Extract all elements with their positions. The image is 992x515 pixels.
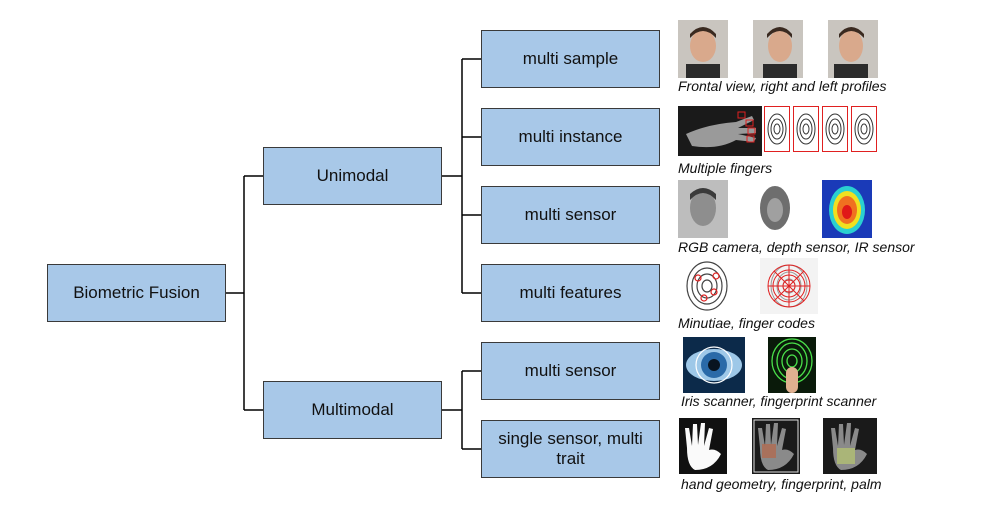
iris-icon: [683, 337, 745, 393]
fingerprint-scanner-icon: [768, 337, 816, 393]
node-multimodal: Multimodal: [263, 381, 442, 439]
leaf-multi-instance: multi instance: [481, 108, 660, 166]
fingerprint-icon: [764, 106, 790, 152]
face-photo-icon: [678, 20, 728, 78]
hand-xray-icon: [823, 418, 877, 474]
caption-multi-features: Minutiae, finger codes: [678, 315, 815, 331]
fingerprint-icon: [678, 258, 736, 314]
leaf-multi-features: multi features: [481, 264, 660, 322]
caption-multi-sensor-multimodal: Iris scanner, fingerprint scanner: [681, 393, 877, 409]
thermal-face-icon: [822, 180, 872, 238]
face-photo-icon: [753, 20, 803, 78]
caption-single-sensor-multi-trait: hand geometry, fingerprint, palm: [681, 476, 882, 492]
depth-face-icon: [750, 180, 800, 238]
leaf-multi-sensor-unimodal: multi sensor: [481, 186, 660, 244]
hand-xray-icon: [752, 418, 800, 474]
leaf-multi-sensor-multimodal: multi sensor: [481, 342, 660, 400]
fingerprint-icon: [760, 258, 818, 314]
fingerprint-icon: [793, 106, 819, 152]
face-photo-icon: [828, 20, 878, 78]
caption-multi-instance: Multiple fingers: [678, 160, 773, 176]
caption-multi-sensor-unimodal: RGB camera, depth sensor, IR sensor: [678, 239, 915, 255]
root-node-biometric-fusion: Biometric Fusion: [47, 264, 226, 322]
hand-photo-icon: [678, 106, 762, 156]
face-photo-icon: [678, 180, 728, 238]
leaf-single-sensor-multi-trait: single sensor, multi trait: [481, 420, 660, 478]
node-unimodal: Unimodal: [263, 147, 442, 205]
fingerprint-icon: [851, 106, 877, 152]
leaf-multi-sample: multi sample: [481, 30, 660, 88]
caption-multi-sample: Frontal view, right and left profiles: [678, 78, 887, 94]
hand-xray-icon: [679, 418, 727, 474]
fingerprint-icon: [822, 106, 848, 152]
